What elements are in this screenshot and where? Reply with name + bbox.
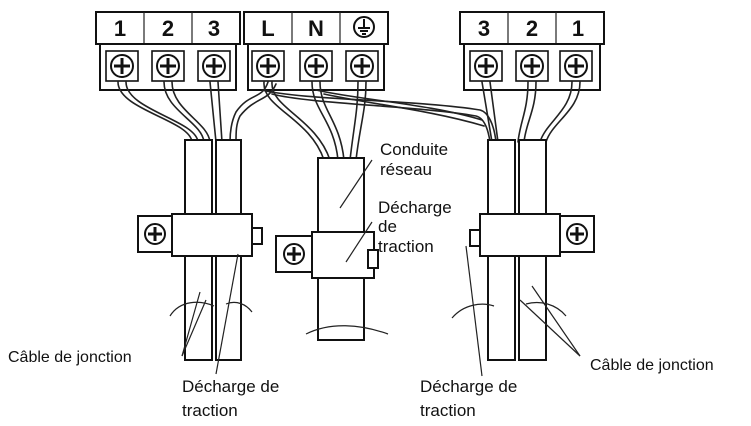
terminal-screw-icon (515, 50, 549, 82)
terminal-screw-icon (559, 50, 593, 82)
terminal-screw-icon (345, 50, 379, 82)
clamp-screw-icon (283, 243, 305, 265)
terminal-mains-n: N (308, 16, 324, 41)
terminal-screw-icon (299, 50, 333, 82)
terminal-screw-icon (251, 50, 285, 82)
terminal-left-1: 1 (114, 16, 126, 41)
terminal-screw-icon (197, 50, 231, 82)
center-strain-relief-label-line2: de (378, 217, 397, 236)
terminal-right-3: 3 (478, 16, 490, 41)
center-strain-relief-label-line1: Décharge (378, 198, 452, 217)
left-cable-label: Câble de jonction (8, 349, 132, 366)
mains-cable-label-line1: Conduite (380, 140, 448, 159)
left-strain-relief-label-line1: Décharge de (182, 377, 279, 396)
terminal-screw-icon (151, 50, 185, 82)
leader-lines (181, 159, 581, 377)
right-cable-wires (481, 81, 581, 143)
cross-over-wires (229, 81, 497, 143)
terminal-screw-icon (469, 50, 503, 82)
terminal-left-2: 2 (162, 16, 174, 41)
right-strain-relief-clamp (469, 213, 595, 257)
right-strain-relief-label-line2: traction (420, 401, 476, 420)
terminal-right-1: 1 (572, 16, 584, 41)
center-strain-relief-clamp (275, 231, 379, 279)
earth-ground-icon (353, 16, 375, 38)
left-strain-relief-label-line2: traction (182, 401, 238, 420)
terminal-mains-l: L (261, 16, 274, 41)
left-strain-relief-clamp (137, 213, 263, 257)
left-cable-wires (117, 81, 223, 143)
clamp-screw-icon (566, 223, 588, 245)
clamp-screw-icon (144, 223, 166, 245)
terminal-left-3: 3 (208, 16, 220, 41)
terminal-right-2: 2 (526, 16, 538, 41)
terminal-screws (105, 50, 593, 82)
mains-cable-label-line2: réseau (380, 160, 432, 179)
center-strain-relief-label-line3: traction (378, 237, 434, 256)
right-cable-label: Câble de jonction (590, 357, 714, 374)
right-strain-relief-label-line1: Décharge de (420, 377, 517, 396)
terminal-screw-icon (105, 50, 139, 82)
